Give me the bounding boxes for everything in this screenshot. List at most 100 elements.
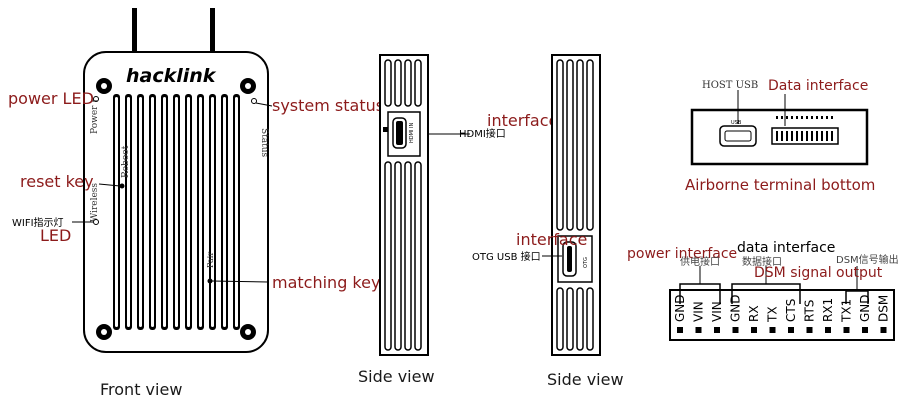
host-usb-label: HOST USB: [702, 80, 758, 91]
status-led-dot: [251, 98, 257, 104]
connector-pin: [781, 131, 783, 141]
reset-key-label: reset key: [20, 172, 94, 191]
connector-pin-mark: [816, 116, 818, 119]
airborne-terminal-bottom: USB HOST USB Data interface Airborne ter…: [685, 78, 875, 194]
antenna-left: [132, 8, 137, 54]
side-fin: [394, 161, 402, 351]
pin-marker: [806, 327, 813, 333]
pin-label: GND: [729, 294, 743, 322]
pin-label: RX: [747, 305, 761, 322]
front-heat-fins: [113, 94, 240, 330]
side-fin: [556, 59, 564, 231]
connector-pin: [786, 131, 788, 141]
pin-label: TX: [766, 306, 780, 323]
side-fin: [394, 59, 402, 107]
front-fin-gap: [199, 97, 202, 327]
pin-marker: [677, 327, 683, 333]
connector-pin-mark: [801, 116, 803, 119]
side-view-1: HDMI IN HDMI接口 interface Side view: [358, 54, 558, 386]
side-fin: [586, 287, 594, 351]
label-status-small: Status: [259, 128, 269, 158]
front-fin-gap: [163, 97, 166, 327]
pin-marker: [880, 327, 887, 333]
connector-pin-mark: [796, 116, 798, 119]
connector-pin-mark: [776, 116, 778, 119]
label-wireless-small: Wireless: [90, 183, 100, 222]
pin-marker: [769, 327, 776, 333]
connector-pin: [831, 131, 833, 141]
pin-header: [669, 289, 895, 341]
label-power-small: Power: [90, 105, 100, 134]
front-fin-gap: [175, 97, 178, 327]
airborne-bottom-caption: Airborne terminal bottom: [685, 176, 875, 194]
wifi-led-cn-label: WIFI指示灯: [12, 216, 64, 229]
side-fin: [404, 161, 412, 351]
pin-marker: [862, 327, 868, 333]
hdmi-in-small: HDMI IN: [409, 123, 415, 143]
otg-small: OTG: [583, 257, 589, 268]
side-view-2: OTG OTG USB 接口 interface Side view: [472, 54, 624, 389]
pin-label: CTS: [784, 299, 798, 322]
pin-label: RTS: [803, 300, 817, 322]
label-reboot-small: Reboot: [121, 145, 131, 178]
pin-label: VIN: [692, 301, 706, 322]
pin-marker: [695, 327, 702, 333]
pin-label: GND: [858, 294, 872, 322]
pin-marker: [843, 327, 850, 333]
side-fin: [586, 59, 594, 231]
connector-pin-mark: [826, 116, 828, 119]
connector-pin-mark: [781, 116, 783, 119]
connector-pin: [806, 131, 808, 141]
data-cn-label: 数据接口: [742, 255, 782, 268]
pin-label: RX1: [821, 298, 835, 322]
connector-pin: [816, 131, 818, 141]
pin-label: TX1: [840, 299, 854, 323]
dsm-signal-output-label: DSM signal output: [754, 265, 883, 281]
front-fin-gap: [139, 97, 142, 327]
pin-marker: [732, 327, 739, 333]
front-fin-gap: [187, 97, 190, 327]
connector-pin: [821, 131, 823, 141]
pin-marker: [751, 327, 757, 333]
pin-marker: [788, 327, 794, 333]
caption-front-view: Front view: [100, 380, 182, 399]
side2-heat-fins: [556, 59, 594, 351]
pin-marker: [825, 327, 831, 333]
side-fin: [566, 287, 574, 351]
connector-pin-mark: [806, 116, 808, 119]
device-logo: hacklink: [126, 65, 217, 87]
pin-label: VIN: [710, 301, 724, 322]
hdmi-cn-label: HDMI接口: [459, 127, 506, 140]
antenna-right: [210, 8, 215, 54]
power-led-label: power LED: [8, 89, 94, 108]
front-fin-gap: [211, 97, 214, 327]
label-pair-small: Pair: [206, 252, 215, 268]
connector-pin: [776, 131, 778, 141]
data-interface-label: data interface: [737, 240, 835, 256]
wifi-led-label: LED: [40, 226, 71, 245]
side1-heat-fins: [384, 59, 422, 351]
side-fin: [576, 59, 584, 231]
front-leader-lines: [72, 100, 273, 283]
interface-top-label: interface: [487, 111, 558, 130]
side-fin: [566, 59, 574, 231]
side-fin: [556, 287, 564, 351]
front-fin-gap: [223, 97, 226, 327]
front-view: hacklink Power Reboot Wireless Status Pa…: [8, 8, 421, 399]
connector-pin: [811, 131, 813, 141]
dsm-cn-label: DSM信号输出: [836, 253, 898, 266]
usb-small-label: USB: [731, 120, 742, 126]
connector-pin: [796, 131, 798, 141]
side-fin: [414, 59, 422, 107]
power-interface-label: power interface: [627, 246, 737, 262]
otg-usb-cn-label: OTG USB 接口: [472, 250, 541, 263]
side-fin: [404, 59, 412, 107]
reset-key-dot: [119, 183, 125, 189]
connector-pin-mark: [811, 116, 813, 119]
caption-side-view-2: Side view: [547, 370, 624, 389]
side-fin: [384, 59, 392, 107]
data-interface-top-label: Data interface: [768, 78, 868, 94]
